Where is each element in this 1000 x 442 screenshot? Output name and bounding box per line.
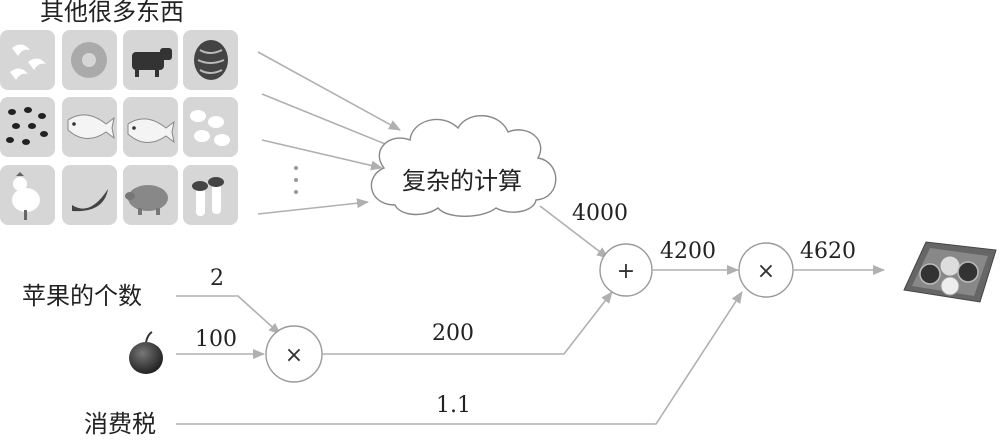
fish-icon [123,97,178,157]
cow-icon [123,30,178,90]
banana-icon [62,165,117,225]
item-arrows [257,51,401,215]
edge-tax-to-mul2 [176,291,743,425]
edge-label-4620: 4620 [800,239,856,264]
apple-icon [129,331,163,374]
others-title: 其他很多东西 [40,0,184,26]
edge-mul1-to-add [322,291,613,355]
mushroom-icon [183,165,238,225]
seeds-icon [0,97,55,157]
edge-label-100: 100 [195,327,237,352]
edge-label-200: 200 [432,321,474,346]
cashew-icon [0,30,55,90]
icon-grid [0,30,238,225]
vertical-ellipsis-icon [294,166,298,194]
edge-cloud-to-add [539,205,609,259]
edge-label-4200: 4200 [660,239,716,264]
fish-icon [62,97,117,157]
apple-count-label: 苹果的个数 [22,282,142,310]
edge-label-2: 2 [210,266,224,291]
complex-calc-cloud: 复杂的计算 [370,114,557,217]
coin-tray-icon [903,241,997,303]
cloud-label: 复杂的计算 [402,167,522,195]
edge-count-to-mul [176,295,281,335]
multiply-node-1-symbol: × [285,343,303,368]
walnut-icon [183,30,238,90]
add-node-symbol: + [617,259,635,284]
donut-icon [62,30,117,90]
multiply-node-2-symbol: × [757,259,775,284]
edge-label-4000: 4000 [572,201,628,226]
edge-label-1-1: 1.1 [436,393,471,418]
tax-label: 消费税 [84,410,156,438]
pig-icon [123,165,178,225]
beans-icon [183,97,238,157]
chicken-icon [0,165,55,225]
